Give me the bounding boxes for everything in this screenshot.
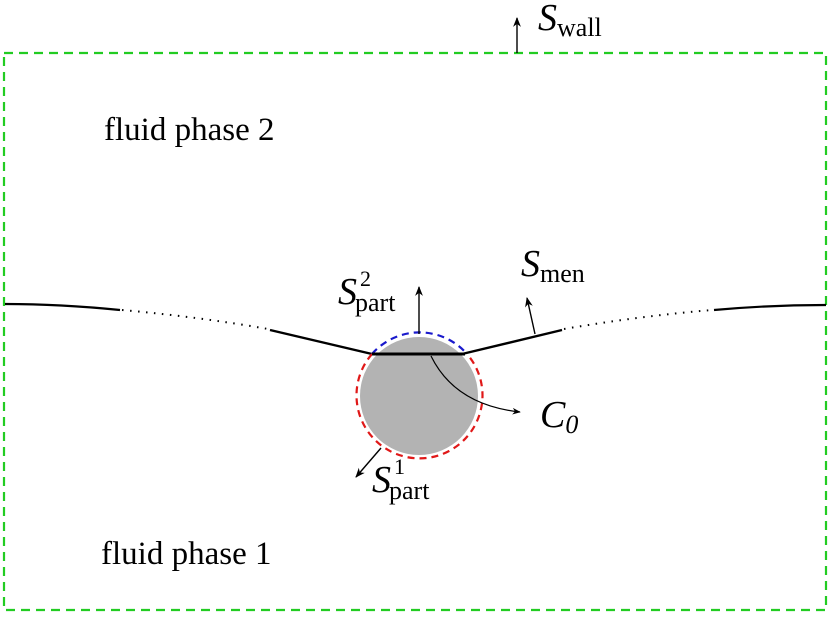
meniscus-symbol: S <box>521 243 540 285</box>
particle-phase1-superscript: 1 <box>394 454 405 479</box>
meniscus-right-outer <box>713 303 827 312</box>
fluid-phase-2-label: fluid phase 2 <box>104 112 275 148</box>
particle-phase1-subscript: part <box>389 476 430 505</box>
meniscus-right-inner <box>461 328 563 356</box>
particle-phase1-symbol: S <box>372 459 391 501</box>
wall-symbol: S <box>538 0 557 39</box>
contact-line-label: C0 <box>540 393 578 440</box>
meniscus-left-inner <box>269 328 373 356</box>
wall-label: Swall <box>538 0 602 43</box>
meniscus-left-outer <box>4 302 121 312</box>
wall-subscript: wall <box>557 13 602 42</box>
meniscus-right-dotted <box>563 309 713 330</box>
wall-boundary <box>2 51 828 612</box>
meniscus-subscript: men <box>540 259 585 288</box>
particle-surface-phase1 <box>355 353 484 460</box>
contact-line-subscript: 0 <box>565 410 579 439</box>
contact-line-pointer-arrow <box>430 355 521 415</box>
particle-phase2-label: S 2 part <box>338 266 413 317</box>
meniscus-left-dotted <box>121 309 269 330</box>
particle-phase2-symbol: S <box>338 271 357 313</box>
particle <box>360 337 478 455</box>
particle-phase2-subscript: part <box>355 288 396 317</box>
fluid-phase-1-label: fluid phase 1 <box>101 536 272 572</box>
meniscus-label: Smen <box>521 242 585 289</box>
meniscus-normal-arrow <box>525 297 536 335</box>
particle-phase2-superscript: 2 <box>360 266 371 291</box>
particle-phase1-label: S 1 part <box>372 454 447 505</box>
contact-line-symbol: C <box>540 394 566 436</box>
particle-phase1-normal-arrow <box>355 447 382 478</box>
